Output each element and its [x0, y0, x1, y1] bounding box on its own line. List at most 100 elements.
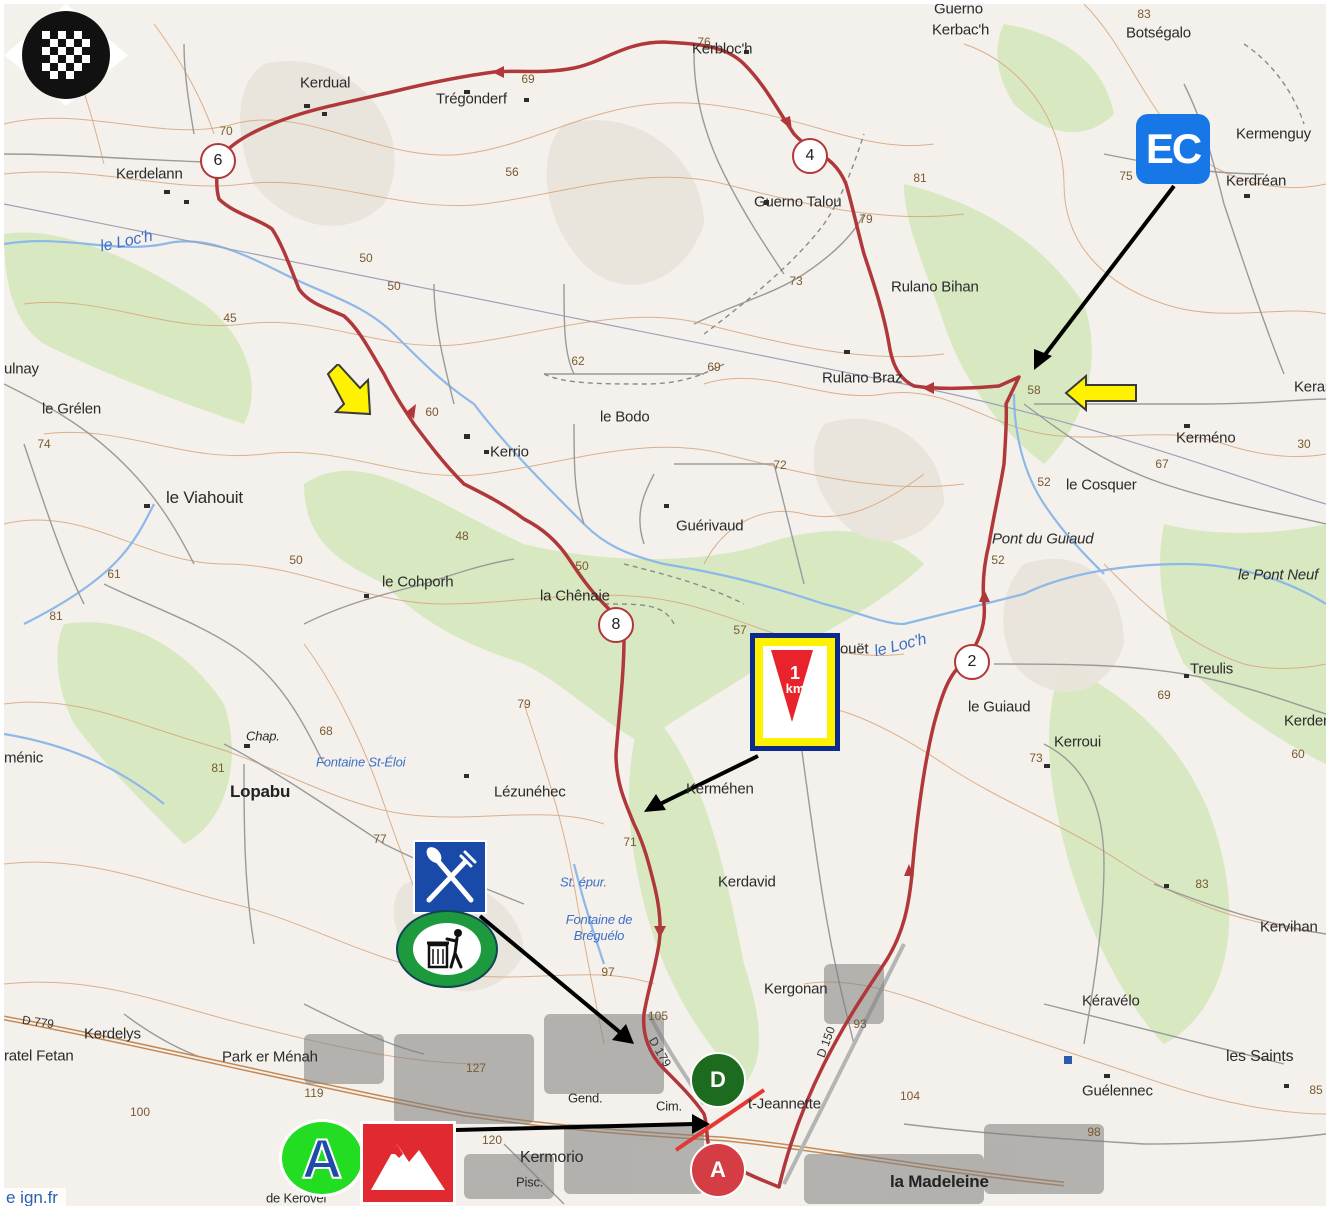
altitude-label: 30 [1297, 437, 1311, 451]
altitude-label: 67 [1155, 457, 1169, 471]
altitude-label: 69 [707, 360, 721, 374]
altitude-label: 69 [1157, 688, 1171, 702]
place-kermeno: Kerméno [1176, 429, 1236, 447]
place-fontaine-st-eloi: Fontaine St-Éloi [316, 754, 406, 770]
finish-marker[interactable]: A [690, 1142, 746, 1198]
place-la-madeleine: la Madeleine [890, 1172, 989, 1191]
altitude-label: 119 [304, 1086, 324, 1100]
place-guelennec: Guélennec [1082, 1082, 1153, 1100]
place-kergonan: Kergonan [764, 980, 828, 998]
red-triangle-icon [771, 650, 813, 722]
place-kerdavid: Kerdavid [718, 873, 776, 891]
place-le-cohporh: le Cohporh [382, 573, 454, 591]
altitude-label: 61 [107, 567, 121, 581]
last-km-number: 1 [789, 663, 800, 683]
altitude-label: 69 [521, 72, 535, 86]
altitude-label: 58 [1027, 383, 1041, 397]
altitude-label: 50 [289, 553, 303, 567]
place-la-chenaie: la Chênaie [540, 587, 610, 605]
altitude-label: 56 [505, 165, 519, 179]
altitude-label: 73 [789, 274, 803, 288]
climb-badge[interactable] [360, 1121, 456, 1205]
place-kerdrean: Kerdréan [1226, 172, 1287, 190]
checkpoint-6[interactable]: 6 [200, 143, 236, 179]
altitude-label: 45 [223, 311, 237, 325]
altitude-label: 60 [1291, 747, 1305, 761]
altitude-label: 120 [481, 1133, 503, 1147]
place-kerdelys: Kerdelys [84, 1025, 141, 1043]
food-zone-badge[interactable] [413, 840, 487, 914]
checkpoint-4[interactable]: 4 [792, 138, 828, 174]
altitude-label: 71 [623, 835, 637, 849]
altitude-label: 127 [465, 1061, 487, 1075]
place-kermehen: Kerméhen [686, 780, 754, 798]
place-pont-du-guiaud: Pont du Guiaud [992, 530, 1094, 548]
altitude-label: 81 [913, 171, 927, 185]
place-treulis: Treulis [1190, 660, 1234, 678]
altitude-label: 50 [387, 279, 401, 293]
place-kervihan: Kervihan [1260, 918, 1318, 936]
place-guerno-talou: Guerno Talou [754, 193, 842, 211]
place-botsegalo: Botségalo [1126, 24, 1191, 42]
altitude-label: 50 [359, 251, 373, 265]
trash-bin-icon [427, 929, 463, 969]
place-kerroui: Kerroui [1054, 733, 1101, 751]
checkpoint-2[interactable]: 2 [954, 644, 990, 680]
altitude-label: 81 [211, 761, 225, 775]
place-kermorio: Kermorio [520, 1149, 584, 1166]
altitude-label: 74 [37, 437, 51, 451]
place-le-bodo: le Bodo [600, 408, 650, 426]
place-le-guiaud: le Guiaud [968, 698, 1031, 716]
basemap [4, 4, 1326, 1205]
place-le-cosquer: le Cosquer [1066, 476, 1137, 494]
altitude-label: 52 [1037, 475, 1051, 489]
altitude-label: 93 [853, 1017, 867, 1031]
altitude-label: 62 [571, 354, 585, 368]
altitude-label: 73 [1029, 751, 1043, 765]
altitude-label: 75 [1119, 169, 1133, 183]
place-st-epur: St. épur. [560, 874, 607, 890]
place-gend: Gend. [568, 1090, 603, 1106]
place-rulano-bihan: Rulano Bihan [891, 278, 979, 296]
place-pisc: Pisc. [516, 1174, 544, 1190]
altitude-label: 70 [219, 124, 233, 138]
altitude-label: 50 [575, 559, 589, 573]
place-cim: Cim. [656, 1098, 682, 1114]
altitude-label: 48 [455, 529, 469, 543]
last-km-badge[interactable]: 1 km [750, 633, 840, 751]
place-kerbloch: Kerbloc'h [692, 40, 753, 58]
yellow-arrow-icon [326, 364, 372, 416]
place-tregonderf: Trégonderf [436, 90, 507, 108]
place-rulano-braz: Rulano Braz [822, 369, 903, 387]
altitude-label: 72 [773, 458, 787, 472]
place-aulnay: ulnay [4, 360, 39, 378]
place-kerdelann: Kerdelann [116, 165, 183, 183]
place-lopabu: Lopabu [230, 782, 291, 801]
arrival-badge[interactable]: A [279, 1119, 365, 1197]
altitude-label: 100 [129, 1105, 151, 1119]
start-marker[interactable]: D [690, 1052, 746, 1108]
checkered-flag-icon[interactable] [4, 4, 128, 106]
place-ratel-fetan: ratel Fetan [4, 1047, 74, 1065]
ec-badge[interactable]: EC [1136, 114, 1210, 184]
place-kerden: Kerden [1284, 712, 1326, 730]
place-kermenguy: Kermenguy [1236, 125, 1311, 143]
map-credit[interactable]: e ign.fr [4, 1188, 66, 1206]
place-keravelo: Kéravélo [1082, 992, 1140, 1010]
place-bouet: ouët [840, 640, 869, 658]
mountain-icon [371, 1144, 445, 1190]
altitude-label: 97 [601, 965, 615, 979]
last-km-unit: km [785, 681, 805, 696]
place-les-saints: les Saints [1226, 1048, 1294, 1065]
altitude-label: 79 [517, 697, 531, 711]
checkpoint-8[interactable]: 8 [598, 607, 634, 643]
altitude-label: 68 [319, 724, 333, 738]
waste-zone-badge[interactable] [396, 910, 498, 988]
altitude-label: 81 [49, 609, 63, 623]
place-le-grelen: le Grélen [42, 400, 102, 418]
place-le-pont-neuf: le Pont Neuf [1238, 566, 1319, 584]
place-menic: ménic [4, 749, 44, 767]
altitude-label: 83 [1137, 7, 1151, 21]
altitude-label: 83 [1195, 877, 1209, 891]
route-map[interactable]: Kerbloc'h Kerbac'h Guerno Botségalo Kerd… [4, 4, 1326, 1206]
